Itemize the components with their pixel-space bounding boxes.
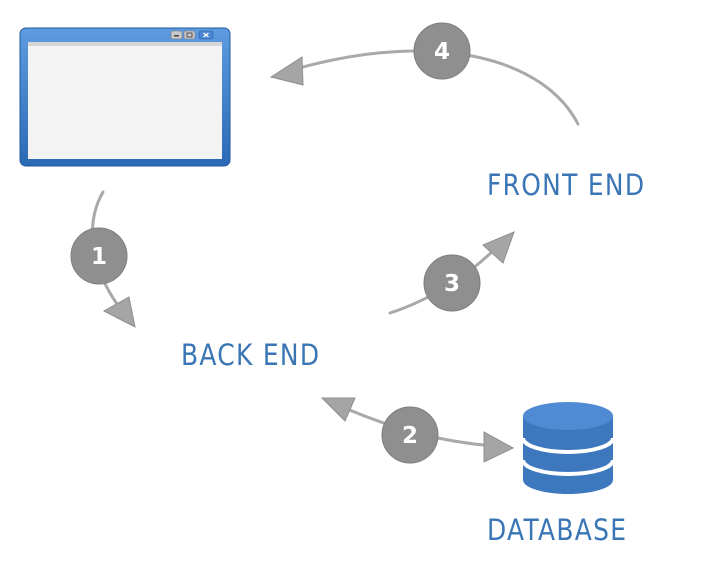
- close-icon: [198, 30, 214, 40]
- step-badge-2: 2: [381, 406, 439, 464]
- back-end-label: BACK END: [181, 338, 321, 372]
- browser-window-icon: [19, 27, 231, 167]
- step-badge-1: 1: [70, 227, 128, 285]
- front-end-label: FRONT END: [487, 168, 646, 202]
- svg-text:2: 2: [402, 423, 418, 449]
- step-badge-4: 4: [413, 22, 471, 80]
- maximize-icon: [183, 30, 196, 40]
- database-icon: [521, 402, 615, 494]
- svg-text:1: 1: [91, 244, 107, 270]
- step-badge-3: 3: [423, 254, 481, 312]
- svg-text:3: 3: [444, 271, 460, 297]
- database-label: DATABASE: [487, 513, 628, 547]
- minimize-icon: [170, 30, 183, 40]
- arrow-frontend-to-window: [269, 49, 580, 126]
- svg-text:4: 4: [434, 39, 450, 65]
